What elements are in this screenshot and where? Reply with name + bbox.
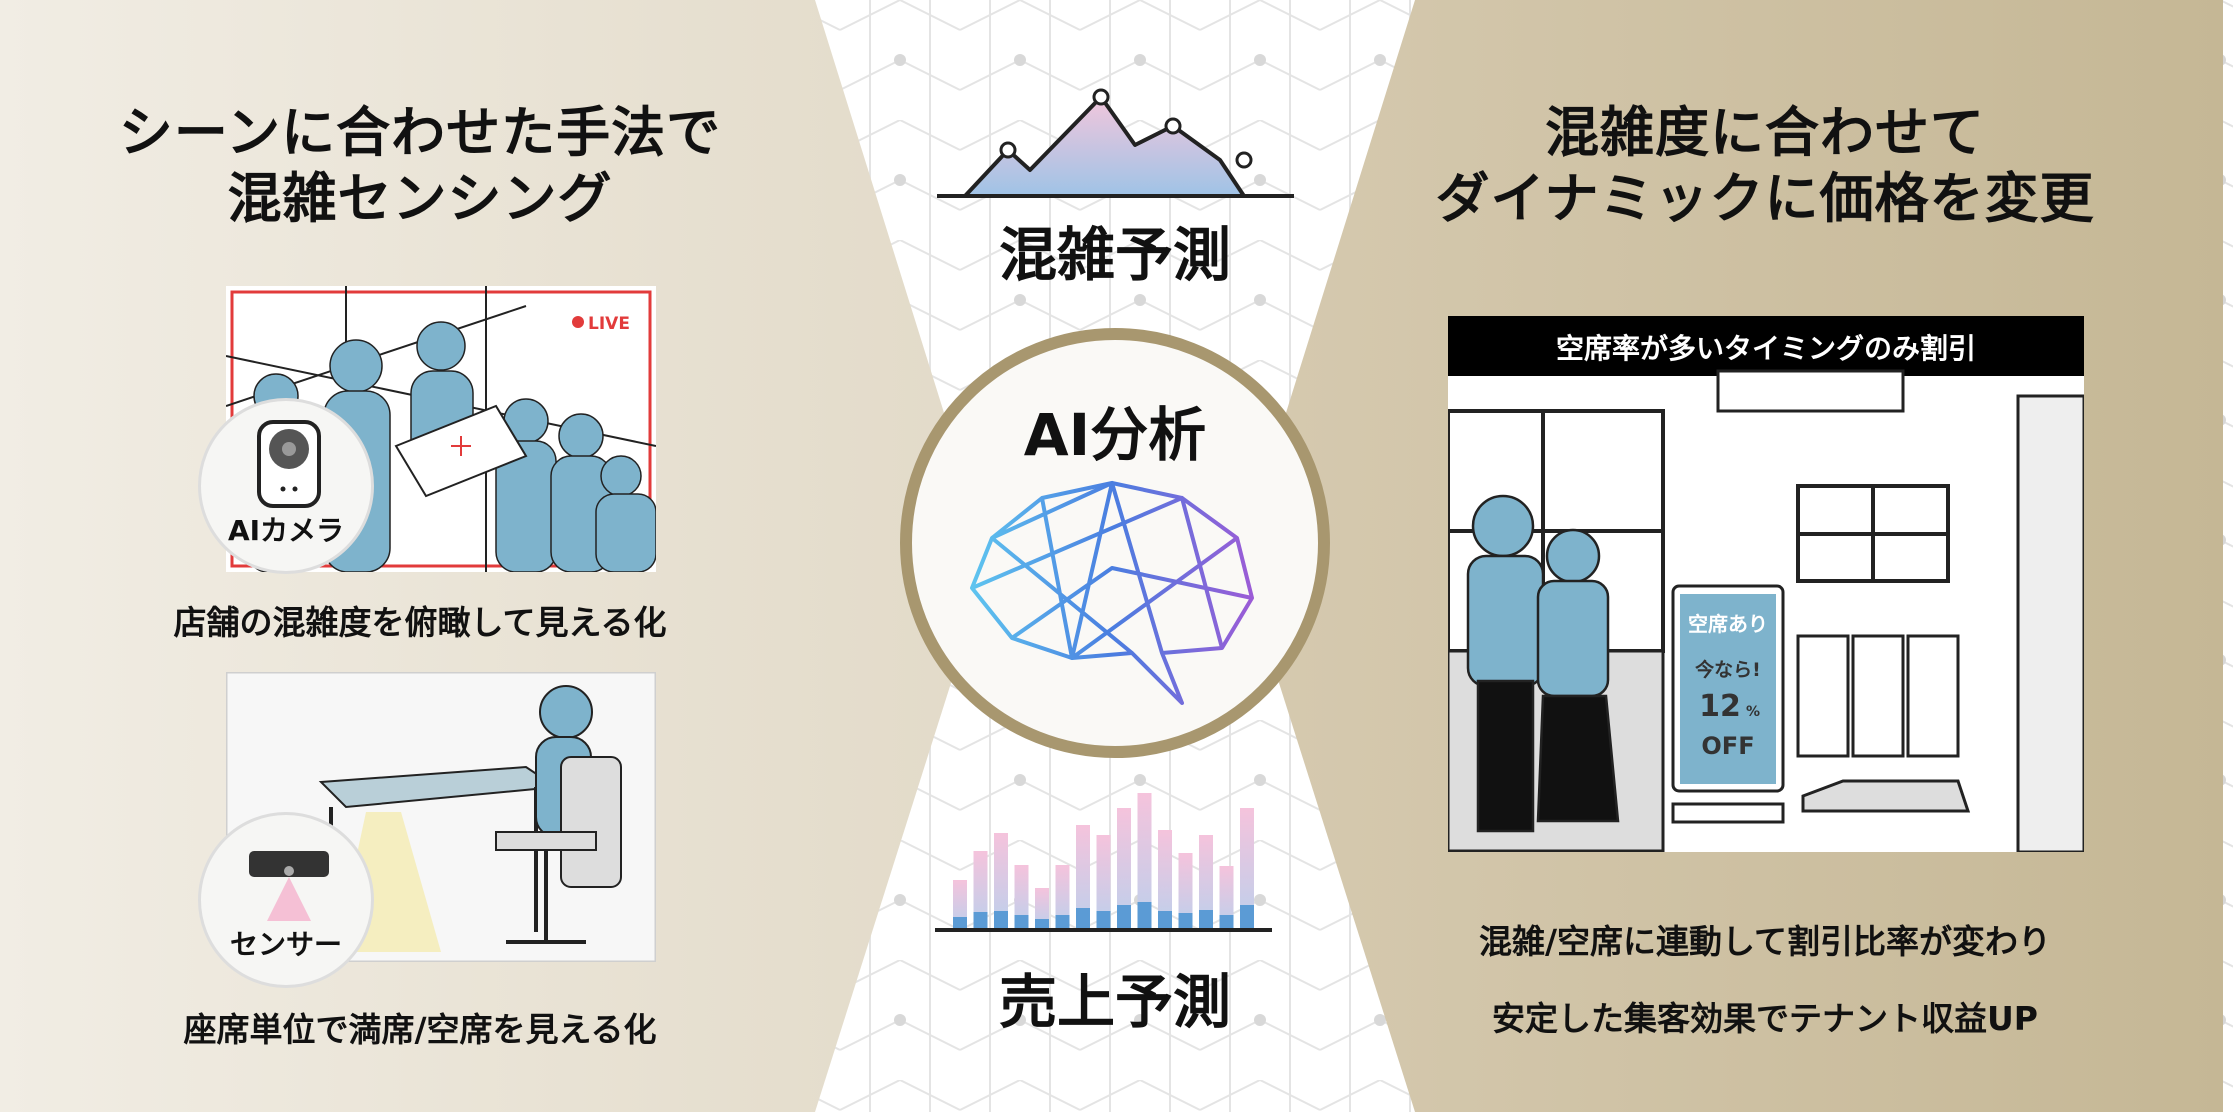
right-caption-line1: 混雑/空席に連動して割引比率が変わり — [1478, 922, 2052, 961]
bar — [1055, 865, 1070, 928]
sensor-icon — [249, 851, 329, 921]
ai-camera-badge: AIカメラ — [198, 398, 374, 574]
sign-now: 今なら! — [1694, 658, 1761, 681]
right-title-line2: ダイナミックに価格を変更 — [1435, 167, 2095, 230]
bar — [1096, 835, 1111, 928]
bar — [1076, 825, 1090, 928]
couple-figures — [1466, 494, 1620, 833]
bar-base — [1096, 911, 1111, 928]
bar-base — [994, 911, 1008, 928]
bar — [994, 833, 1008, 928]
right-title: 混雑度に合わせて ダイナミックに価格を変更 — [1350, 100, 2180, 232]
left-title-line2: 混雑センシング — [227, 167, 613, 230]
bar — [973, 851, 988, 928]
bar-base — [1240, 905, 1254, 928]
bar — [1199, 835, 1213, 928]
sensor-label: センサー — [229, 928, 342, 961]
congestion-forecast-mountain-icon — [937, 88, 1294, 198]
bar-base — [1137, 902, 1152, 928]
camera-caption: 店舗の混雑度を俯瞰して見える化 — [173, 603, 667, 642]
bar-base — [1055, 915, 1070, 928]
right-title-line1: 混雑度に合わせて — [1545, 101, 1985, 164]
bar — [1219, 866, 1234, 928]
bar — [953, 880, 967, 928]
sales-forecast-label: 売上予測 — [998, 968, 1231, 1036]
live-indicator: LIVE — [588, 314, 630, 334]
bar — [1178, 853, 1193, 928]
sensor-badge: センサー — [198, 812, 374, 988]
sign-off: OFF — [1701, 732, 1754, 760]
bar — [1240, 808, 1254, 928]
bar — [1014, 865, 1029, 928]
storefront-illustration: 空席率が多いタイミングのみ割引 空席あり 今なら! 12 % OFF — [1448, 316, 2084, 852]
brain-icon — [970, 481, 1254, 705]
bar-base — [1178, 913, 1193, 928]
bar-base — [1158, 911, 1172, 928]
camera-icon — [257, 420, 321, 508]
bar-base — [1076, 908, 1090, 928]
bar — [1117, 808, 1131, 928]
sign-vacancy: 空席あり — [1688, 612, 1768, 636]
discount-banner — [1448, 316, 2084, 376]
sign-percent: 12 — [1699, 689, 1741, 724]
bar-base — [1035, 919, 1049, 928]
bar-base — [953, 917, 967, 928]
discount-banner-text: 空席率が多いタイミングのみ割引 — [1556, 332, 1976, 365]
bar-base — [1199, 910, 1213, 928]
ai-camera-label: AIカメラ — [227, 514, 345, 547]
sensor-caption: 座席単位で満席/空席を見える化 — [183, 1010, 657, 1049]
sales-forecast-bar-icon — [935, 793, 1272, 932]
bar-base — [1117, 905, 1131, 928]
left-title-line1: シーンに合わせた手法で — [118, 101, 722, 164]
ai-analysis-label: AI分析 — [1023, 401, 1207, 469]
congestion-forecast-label: 混雑予測 — [998, 221, 1231, 289]
right-caption-line2: 安定した集客効果でテナント収益UP — [1492, 999, 2038, 1038]
bar-base — [1219, 915, 1234, 928]
bar — [1035, 888, 1049, 928]
left-title: シーンに合わせた手法で 混雑センシング — [40, 100, 800, 232]
bar — [1137, 793, 1152, 928]
bar-base — [973, 912, 988, 928]
digital-signage: 空席あり 今なら! 12 % OFF — [1671, 584, 1785, 824]
sign-percent-unit: % — [1746, 704, 1760, 720]
bar-base — [1014, 915, 1029, 928]
bar — [1158, 830, 1172, 928]
